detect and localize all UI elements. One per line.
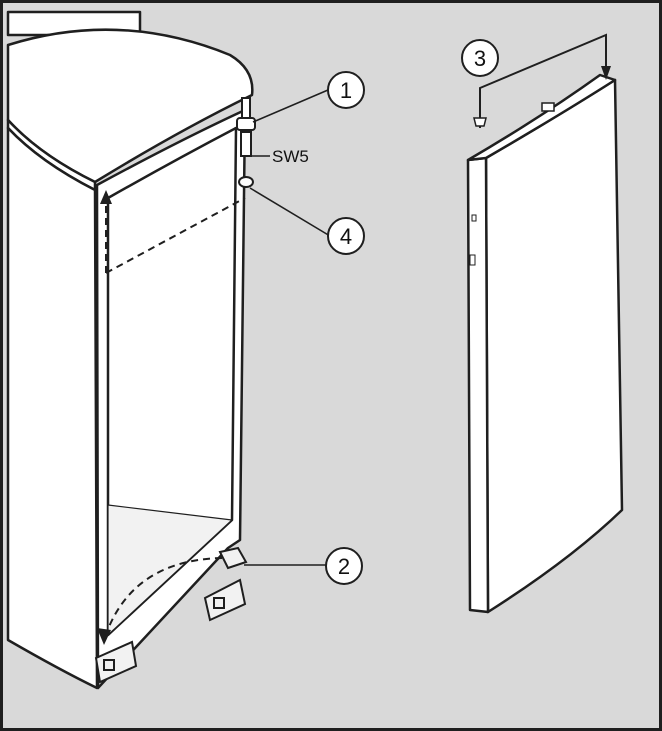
callout-3-label: 3 [474, 46, 486, 71]
callout-4: 4 [327, 217, 365, 255]
cabinet-floor [107, 504, 233, 636]
leader-1 [252, 89, 329, 123]
door-side-slot-lower [471, 214, 477, 222]
leader-4 [249, 187, 331, 237]
bottom-hinge-bracket-right [218, 546, 248, 570]
guide-lines [103, 195, 246, 641]
bottom-hinge-right-detail [213, 597, 225, 609]
door-top-edge [466, 73, 617, 162]
door-side-slot [469, 254, 476, 266]
callout-2-label: 2 [338, 554, 350, 579]
hinge-pin-lower [240, 131, 252, 157]
bottom-hinge-left-detail [103, 659, 115, 671]
callout-leaders [244, 89, 331, 566]
dashed-hinge-path-top [105, 197, 246, 274]
arrowhead-down [97, 628, 111, 645]
washer [238, 176, 254, 188]
callout-1: 1 [327, 71, 365, 109]
dashed-arc-bottom [103, 557, 223, 641]
door-top-tab [541, 102, 555, 112]
cap-arrowhead [601, 66, 611, 80]
cover-cap [473, 117, 487, 127]
bottom-hinges [94, 546, 248, 684]
appliance-door [466, 73, 624, 614]
hinge-pin-collar [236, 117, 256, 131]
callout-4-label: 4 [340, 224, 352, 249]
callout-1-label: 1 [340, 78, 352, 103]
appliance-cabinet [6, 10, 254, 690]
cabinet-left-face [6, 126, 99, 690]
bottom-hinge-left [94, 640, 138, 684]
door-side-edge [466, 156, 490, 614]
arrowhead-up [100, 190, 112, 204]
tool-size-label: SW5 [272, 147, 309, 166]
door-front-face [484, 78, 624, 614]
cap-move-arrow [479, 33, 607, 128]
callout-3: 3 [461, 39, 499, 77]
hinge-pin-assembly [236, 97, 256, 188]
callout-2: 2 [325, 547, 363, 585]
